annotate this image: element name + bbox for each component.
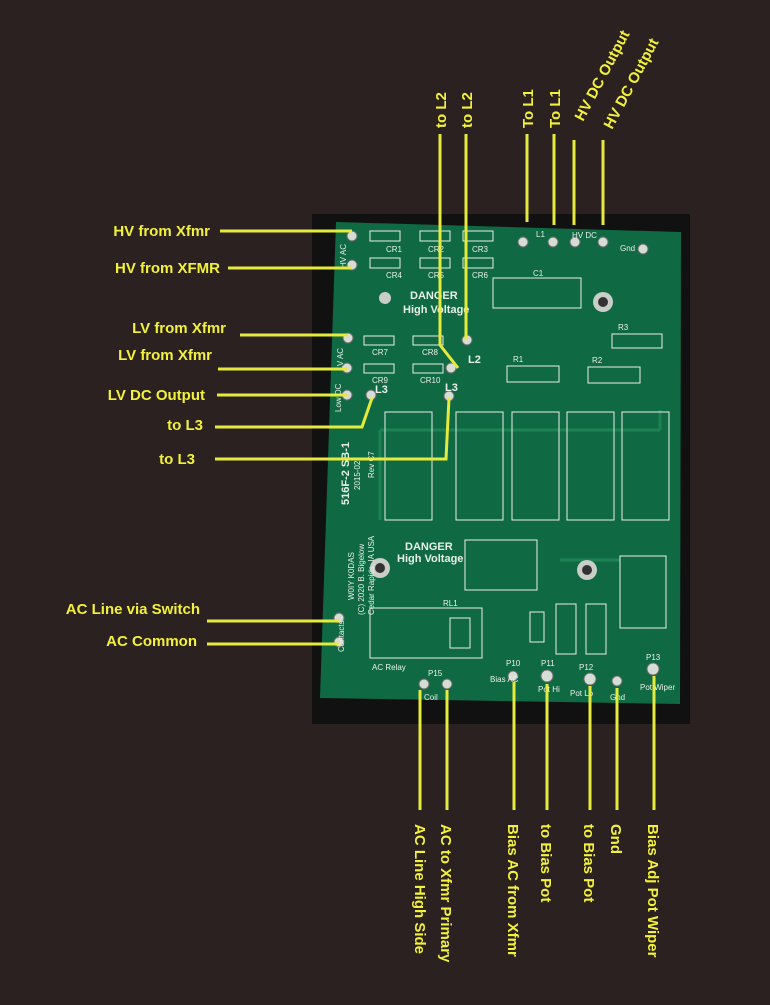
silk-danger-1: DANGER — [410, 290, 458, 302]
silk-cr3: CR3 — [472, 245, 489, 254]
silk-r3: R3 — [618, 323, 629, 332]
r1-outline — [506, 365, 560, 383]
silk-rev: Rev C7 — [367, 451, 376, 478]
leaders-left — [207, 229, 451, 646]
label-ac-line-via-switch: AC Line via Switch — [66, 601, 200, 618]
cr8-outline — [412, 335, 444, 346]
label-to-l3-1: to L3 — [167, 417, 203, 434]
labels-bottom: AC Line High Side AC to Xfmr Primary Bia… — [411, 824, 661, 963]
label-to-l3-2: to L3 — [159, 451, 195, 468]
relay-outline — [369, 607, 483, 659]
cr7-outline — [363, 335, 395, 346]
silk-cr1: CR1 — [386, 245, 403, 254]
silk-ac-relay: AC Relay — [372, 663, 406, 672]
diode-row-hv: CR1 CR2 CR3 CR4 CR5 CR6 — [369, 230, 494, 280]
label-to-bias-pot-2: to Bias Pot — [580, 824, 597, 902]
silk-credit-2: (C) 2020 B. Bigelow — [357, 544, 366, 615]
r2-outline — [587, 366, 641, 384]
label-ac-line-high-side: AC Line High Side — [411, 824, 428, 954]
cap-outlines — [384, 411, 670, 655]
label-lv-from-xfmr-1: LV from Xfmr — [132, 320, 226, 337]
silk-r1: R1 — [513, 355, 524, 364]
label-hv-from-xfmr-2: HV from XFMR — [115, 260, 220, 277]
silk-high-voltage-2: High Voltage — [397, 553, 463, 565]
leaders-top — [438, 134, 605, 369]
label-bias-ac-from-xfmr: Bias AC from Xfmr — [504, 824, 521, 957]
silk-coil: Coil — [424, 693, 438, 702]
label-lv-from-xfmr-2: LV from Xfmr — [118, 347, 212, 364]
c1-outline — [492, 277, 582, 309]
silk-credit-1: W0IY K0DAS — [347, 552, 356, 600]
silk-pot-lo: Pot Lo — [570, 689, 594, 698]
silk-cr7: CR7 — [372, 348, 389, 357]
r3-outline — [611, 333, 663, 349]
label-to-l2-1: to L2 — [433, 92, 450, 128]
silk-high-voltage-1: High Voltage — [403, 304, 469, 316]
silk-l3-b: L3 — [445, 382, 458, 394]
silk-l1: L1 — [536, 230, 545, 239]
silk-hv-ac: HV AC — [339, 244, 348, 268]
labels-left: HV from Xfmr HV from XFMR LV from Xfmr L… — [66, 223, 226, 650]
silk-p11: P11 — [541, 659, 555, 668]
silk-r2: R2 — [592, 356, 603, 365]
cr9-outline — [363, 363, 395, 374]
labels-top: to L2 to L2 To L1 To L1 HV DC Output HV … — [433, 28, 662, 132]
label-hv-from-xfmr-1: HV from Xfmr — [113, 223, 210, 240]
silk-cr6: CR6 — [472, 271, 489, 280]
label-to-l1-2: To L1 — [547, 89, 564, 128]
silk-rl1: RL1 — [443, 599, 458, 608]
silk-danger-2: DANGER — [405, 541, 453, 553]
silk-cr9: CR9 — [372, 376, 389, 385]
label-to-l1-1: To L1 — [520, 89, 537, 128]
silk-lv-ac: LV AC — [336, 348, 345, 370]
label-ac-common: AC Common — [106, 633, 197, 650]
label-gnd: Gnd — [607, 824, 624, 854]
cr10-outline — [412, 363, 444, 374]
label-ac-to-xfmr-primary: AC to Xfmr Primary — [437, 824, 454, 963]
silk-c1: C1 — [533, 269, 544, 278]
label-to-l2-2: to L2 — [459, 92, 476, 128]
silk-cr8: CR8 — [422, 348, 439, 357]
silk-credit-3: Cedar Rapids, IA USA — [367, 535, 376, 615]
silk-bias-ac: Bias AC — [490, 675, 519, 684]
label-to-bias-pot-1: to Bias Pot — [537, 824, 554, 902]
silk-p10: P10 — [506, 659, 521, 668]
silk-l2: L2 — [468, 354, 481, 366]
silk-pot-wiper: Pot Wiper — [640, 683, 675, 692]
silk-p13: P13 — [646, 653, 661, 662]
silk-board-id: 516F-2 SB-1 — [340, 442, 352, 505]
silk-p12: P12 — [579, 663, 594, 672]
silk-pot-hi: Pot Hi — [538, 685, 560, 694]
silk-cr4: CR4 — [386, 271, 403, 280]
label-lv-dc-output: LV DC Output — [108, 387, 205, 404]
relay-coil-outline — [449, 617, 471, 649]
silk-low-dc: Low DC — [334, 383, 343, 412]
label-bias-adj-pot-wiper: Bias Adj Pot Wiper — [644, 824, 661, 958]
silk-l3-a: L3 — [375, 384, 388, 396]
pcb-board — [320, 222, 681, 704]
leaders-bottom — [418, 676, 656, 810]
mounting-holes — [370, 292, 613, 580]
silk-p15: P15 — [428, 669, 443, 678]
silk-hv-dc: HV DC — [572, 231, 597, 240]
silk-date: 2015-02 — [353, 460, 362, 490]
silk-cr10: CR10 — [420, 376, 441, 385]
silk-cr5: CR5 — [428, 271, 445, 280]
silk-gnd: Gnd — [620, 244, 635, 253]
copper-traces — [378, 410, 662, 562]
silk-cr2: CR2 — [428, 245, 445, 254]
silk-contacts: Contacts — [337, 620, 346, 652]
